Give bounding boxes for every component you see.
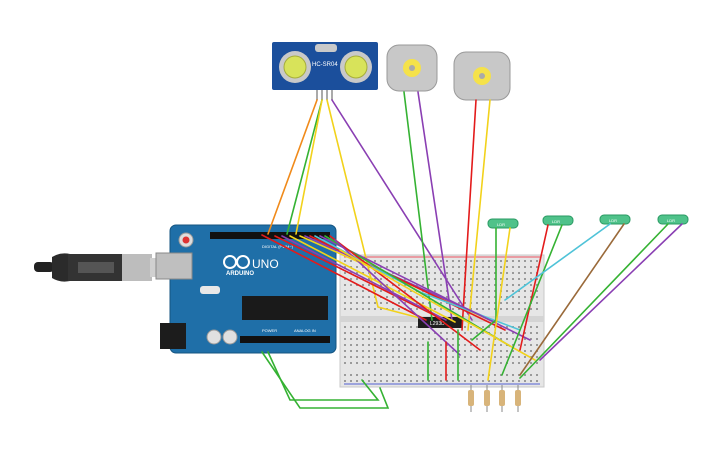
ldr-label-4: LDR	[667, 218, 675, 223]
dc-motor-right	[453, 51, 511, 101]
arduino-uno-board: ARDUINO UNO DIGITAL (PWM~) POWER ANALOG …	[155, 224, 337, 354]
ldr-label-3: LDR	[609, 218, 617, 223]
board-model-label: UNO	[252, 257, 279, 271]
arduino-infinity-logo	[223, 255, 250, 269]
wires	[261, 91, 683, 409]
usb-cable	[34, 253, 176, 282]
l293d-chip: L293D	[418, 317, 462, 328]
ldr-label-2: LDR	[552, 219, 560, 224]
dc-motor-left	[386, 44, 438, 92]
driver-chip-label: L293D	[430, 321, 445, 327]
breadboard	[339, 254, 545, 388]
ldr-label-1: LDR	[497, 222, 505, 227]
board-analog-label: ANALOG IN	[294, 328, 316, 333]
resistors	[468, 385, 521, 412]
board-digital-label: DIGITAL (PWM~)	[262, 244, 294, 249]
hc-sr04-sensor: HC-SR04	[272, 42, 378, 100]
ldr-sensors: LDR LDR LDR LDR	[487, 214, 689, 229]
sensor-label: HC-SR04	[312, 62, 338, 68]
board-power-label: POWER	[262, 328, 277, 333]
board-brand-label: ARDUINO	[226, 271, 254, 277]
